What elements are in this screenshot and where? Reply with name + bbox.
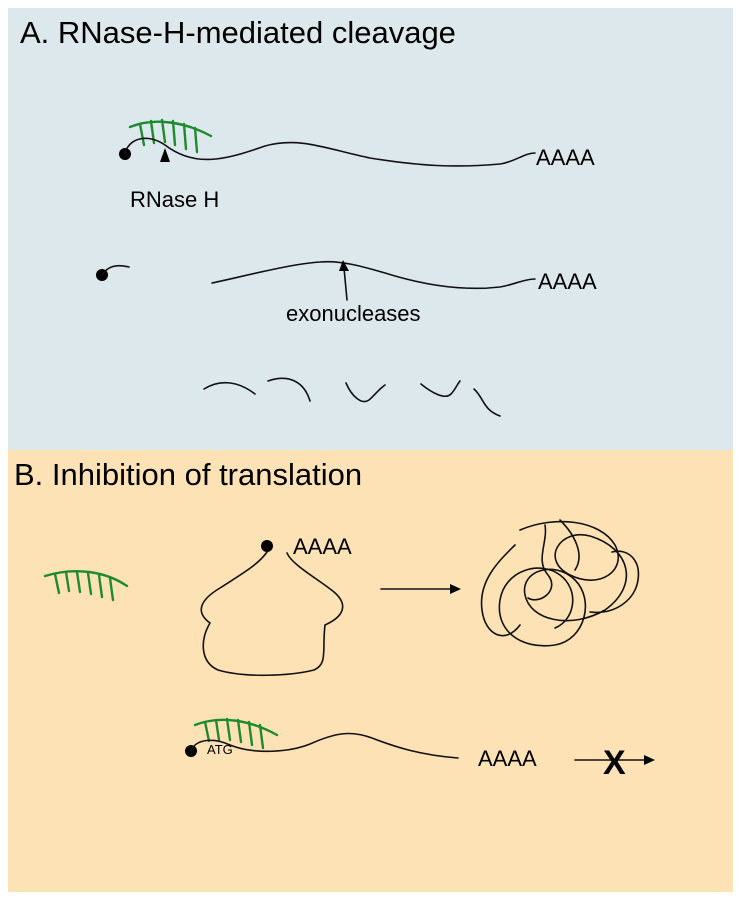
start-codon-label: ATG [207, 742, 233, 757]
antisense-oligo-free [43, 570, 129, 602]
blocked-poly-a-tail: AAAA [478, 746, 537, 771]
poly-a-tail-top: AAAA [536, 145, 595, 170]
panel-a-background [8, 8, 733, 450]
rna-fragment-3 [345, 382, 386, 403]
rna-fragment-4 [420, 380, 461, 398]
panel-a: A. RNase-H-mediated cleavage AAAA RNase … [8, 8, 733, 450]
poly-a-tail-middle: AAAA [538, 269, 597, 294]
panel-a-title: A. RNase-H-mediated cleavage [20, 15, 456, 50]
panel-b-background [8, 450, 733, 892]
blocked-translation: ATG AAAA X [185, 717, 655, 782]
panel-b-title: B. Inhibition of translation [14, 457, 362, 492]
circular-mrna-strand [200, 551, 344, 677]
translation-arrowhead [450, 584, 461, 594]
cleaved-5-prime-fragment [101, 264, 130, 276]
loop-poly-a-tail: AAAA [293, 534, 352, 559]
rnase-h-step: AAAA RNase H [119, 118, 595, 212]
blocked-mrna-strand [190, 732, 459, 759]
translated-protein-tangle [480, 519, 640, 647]
translation-blocked-mark: X [603, 744, 626, 782]
panel-b: B. Inhibition of translation AAAA ATG AA… [8, 450, 733, 892]
mrna-strand-top [124, 137, 536, 167]
rnase-h-label: RNase H [130, 187, 219, 212]
rna-fragment-5 [473, 388, 501, 417]
exonuclease-step: AAAA exonucleases [96, 260, 597, 326]
exonucleases-label: exonucleases [286, 301, 421, 326]
cleaved-3-prime-fragment [211, 260, 536, 290]
rna-fragment-2 [267, 377, 311, 402]
antisense-oligo-at-atg [193, 717, 279, 750]
blocked-translation-arrowhead [644, 755, 655, 765]
degraded-rna-fragments [203, 377, 501, 417]
rna-fragment-1 [203, 381, 256, 395]
circularized-mrna: AAAA [200, 534, 352, 677]
antisense-oligo-bound [128, 118, 213, 154]
loop-5-prime-cap [261, 540, 273, 552]
exonuclease-arrow [343, 267, 348, 301]
cleavage-site-arrowhead [160, 148, 170, 162]
exonuclease-arrowhead [339, 260, 349, 271]
